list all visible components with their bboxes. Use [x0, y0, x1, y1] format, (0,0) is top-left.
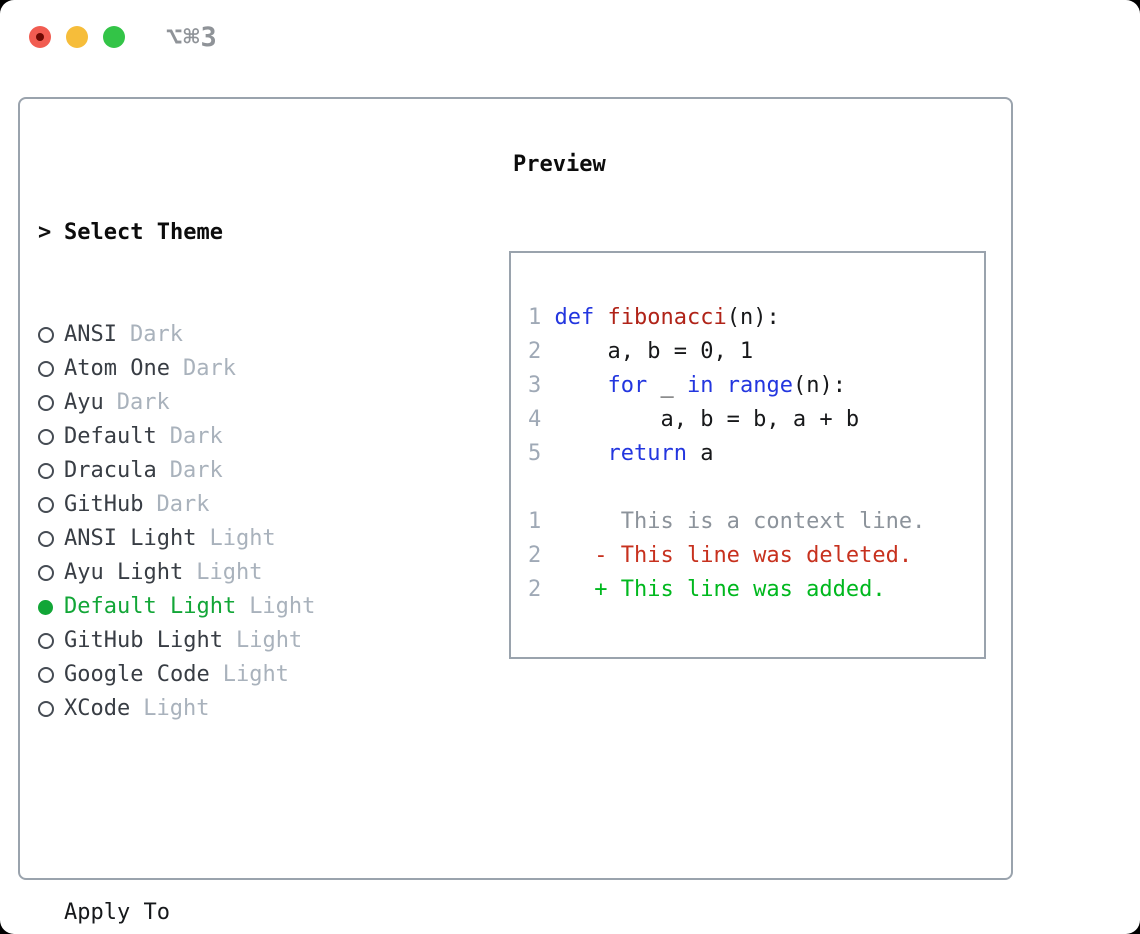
close-button[interactable]: [29, 26, 51, 48]
theme-name: Google Code: [64, 662, 210, 687]
theme-option-ansi-light[interactable]: ANSI Light Light: [38, 522, 433, 556]
theme-option-google-code[interactable]: Google Code Light: [38, 658, 433, 692]
theme-name: Default: [64, 424, 157, 449]
apply-to-header: Apply To: [38, 896, 433, 930]
theme-variant-label: Dark: [169, 424, 223, 449]
theme-option-default-light[interactable]: Default Light Light: [38, 590, 433, 624]
selected-radio-icon: [38, 599, 64, 615]
theme-variant-label: Dark: [182, 356, 236, 381]
theme-variant-label: Light: [222, 662, 289, 687]
cursor-chevron-icon: >: [38, 220, 52, 245]
code-line: 2 - This line was deleted.: [528, 543, 913, 568]
radio-icon: [38, 429, 64, 445]
radio-icon: [38, 327, 64, 343]
code-line: 1 def fibonacci(n):: [528, 305, 780, 330]
theme-name: Ayu Light: [64, 560, 184, 585]
code-line: 1 This is a context line.: [528, 509, 926, 534]
window-title: ⌥⌘3: [166, 22, 218, 53]
radio-icon: [38, 667, 64, 683]
theme-name: ANSI Light: [64, 526, 197, 551]
theme-name: GitHub: [64, 492, 144, 517]
theme-name: Dracula: [64, 458, 157, 483]
theme-name: Ayu: [64, 390, 104, 415]
theme-variant-label: Light: [235, 628, 303, 653]
theme-name: Default Light: [64, 594, 237, 619]
select-theme-title: Select Theme: [64, 220, 223, 245]
code-line: 3 for _ in range(n):: [528, 373, 846, 398]
preview-code-box: 1 def fibonacci(n): 2 a, b = 0, 1 3 for _ …: [509, 251, 986, 659]
theme-option-ayu-light[interactable]: Ayu Light Light: [38, 556, 433, 590]
theme-name: ANSI: [64, 322, 117, 347]
theme-option-github[interactable]: GitHub Dark: [38, 488, 433, 522]
theme-variant-label: Dark: [169, 458, 223, 483]
theme-name: XCode: [64, 696, 131, 721]
preview-title: Preview: [513, 152, 606, 177]
theme-variant-label: Light: [249, 594, 316, 619]
theme-option-ansi[interactable]: ANSI Dark: [38, 318, 433, 352]
radio-icon: [38, 633, 64, 649]
theme-variant-label: Dark: [129, 322, 183, 347]
theme-option-xcode[interactable]: XCode Light: [38, 692, 433, 726]
radio-icon: [38, 497, 64, 513]
radio-icon: [38, 463, 64, 479]
code-line: 4 a, b = b, a + b: [528, 407, 860, 432]
titlebar: ⌥⌘3: [0, 0, 1140, 70]
code-line: 2 + This line was added.: [528, 577, 886, 602]
select-theme-header: > Select Theme: [38, 216, 433, 250]
theme-variant-label: Light: [209, 526, 276, 551]
preview-pane: Preview 1 def fibonacci(n): 2 a, b = 0, 1…: [509, 148, 986, 659]
apply-to-title: Apply To: [64, 900, 170, 925]
radio-icon: [38, 395, 64, 411]
theme-variant-label: Light: [196, 560, 263, 585]
theme-option-github-light[interactable]: GitHub Light Light: [38, 624, 433, 658]
theme-variant-label: Dark: [116, 390, 170, 415]
theme-variant-label: Light: [143, 696, 210, 721]
minimize-button[interactable]: [66, 26, 88, 48]
radio-icon: [38, 361, 64, 377]
theme-option-atom-one[interactable]: Atom One Dark: [38, 352, 433, 386]
theme-name: Atom One: [64, 356, 170, 381]
code-line: 2 a, b = 0, 1: [528, 339, 754, 364]
radio-icon: [38, 531, 64, 547]
code-line: 5 return a: [528, 441, 714, 466]
radio-icon: [38, 565, 64, 581]
theme-variant-label: Dark: [156, 492, 210, 517]
theme-option-dracula[interactable]: Dracula Dark: [38, 454, 433, 488]
code-line: [528, 471, 984, 505]
zoom-button[interactable]: [103, 26, 125, 48]
theme-option-default[interactable]: Default Dark: [38, 420, 433, 454]
spacer: [38, 794, 433, 828]
theme-option-ayu[interactable]: Ayu Dark: [38, 386, 433, 420]
traffic-lights: [29, 26, 125, 48]
radio-icon: [38, 701, 64, 717]
theme-name: GitHub Light: [64, 628, 223, 653]
